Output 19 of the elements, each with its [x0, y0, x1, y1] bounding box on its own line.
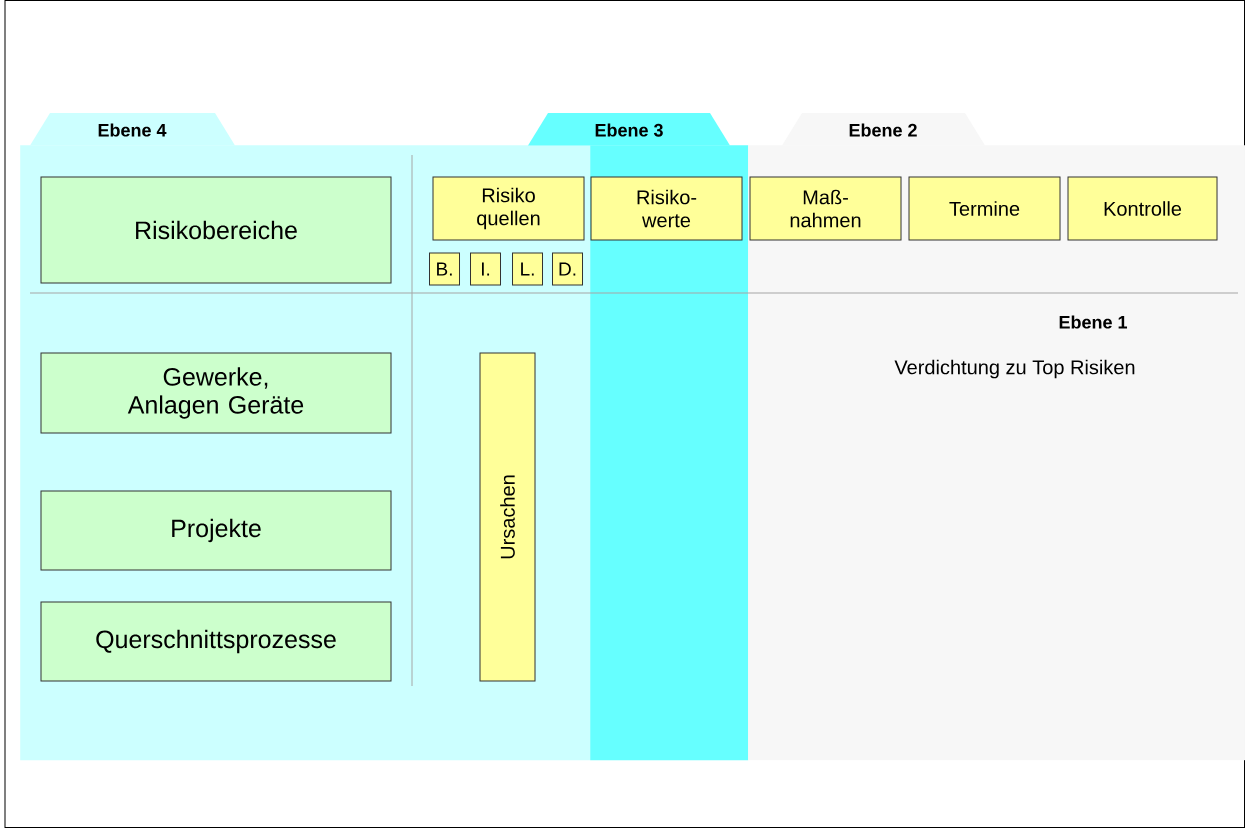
label-box: I.	[470, 252, 501, 286]
label-box: Risikobereiche	[40, 176, 392, 284]
label-box: Ursachen	[479, 352, 536, 682]
note-text: Verdichtung zu Top Risiken	[894, 359, 1135, 379]
label-box: Termine	[908, 176, 1061, 241]
node-label: Ebene 3	[595, 123, 663, 137]
node-label: Ebene 4	[98, 123, 167, 137]
label-box: Gewerke, Anlagen Geräte	[40, 352, 392, 434]
node-label: Ebene 2	[849, 123, 917, 137]
label-box: Risiko- werte	[590, 176, 743, 241]
label-box: Projekte	[40, 490, 392, 571]
label-box: Maß- nahmen	[749, 176, 902, 241]
level-heading: Ebene 1	[1059, 315, 1127, 329]
label-box: Querschnittsprozesse	[40, 601, 392, 682]
label-box: D.	[552, 252, 583, 286]
label-box: Kontrolle	[1067, 176, 1218, 241]
label-box: L.	[512, 252, 543, 286]
label-box: Risiko quellen	[432, 176, 585, 241]
label-box: B.	[429, 252, 460, 286]
